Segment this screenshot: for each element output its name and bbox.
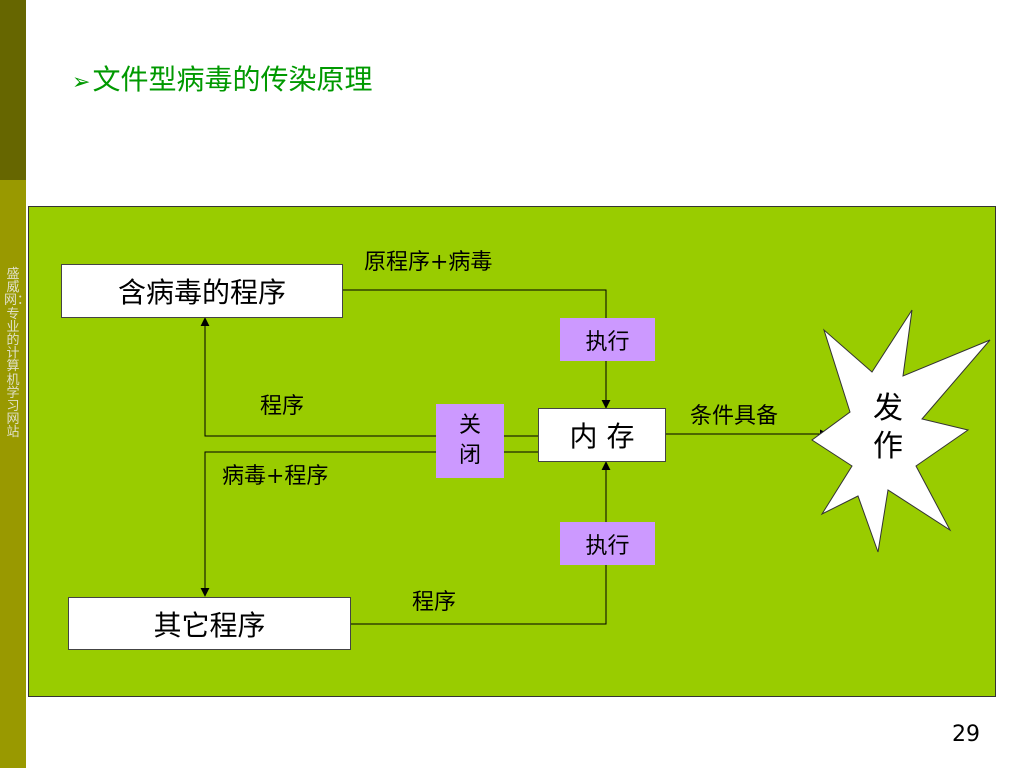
memory-box: 内 存	[538, 408, 666, 462]
execute-box-top: 执行	[560, 318, 655, 361]
close-label-line2: 闭	[458, 443, 481, 468]
sidebar-dark-strip	[0, 0, 26, 180]
close-label-line1: 关	[458, 413, 481, 438]
line-other-to-memory	[350, 461, 611, 625]
execute-box-bottom: 执行	[560, 522, 655, 565]
arrow-bullet-icon: ➢	[72, 70, 91, 95]
burst-label: 发 作	[868, 390, 908, 466]
burst-label-line1: 发	[873, 391, 903, 426]
burst-label-line2: 作	[873, 429, 903, 464]
label-program-bottom: 程序	[412, 590, 457, 615]
burst-shape	[811, 309, 991, 553]
execute-label-bottom: 执行	[585, 533, 630, 559]
label-virus-plus-program: 病毒+程序	[222, 464, 329, 489]
line-memory-to-infected	[200, 317, 538, 437]
other-program-label: 其它程序	[153, 608, 266, 642]
other-program-box: 其它程序	[68, 597, 351, 650]
close-box: 关 闭	[436, 404, 504, 478]
page-number: 29	[952, 722, 980, 747]
infected-program-label: 含病毒的程序	[117, 276, 286, 309]
line-infected-to-memory	[342, 289, 611, 409]
execute-label-top: 执行	[585, 329, 630, 355]
label-original-plus-virus: 原程序+病毒	[364, 250, 493, 275]
memory-label: 内 存	[569, 420, 635, 453]
infected-program-box: 含病毒的程序	[61, 264, 343, 318]
label-condition-ready: 条件具备	[690, 404, 779, 429]
slide-title: ➢文件型病毒的传染原理	[72, 58, 372, 105]
line-memory-to-other	[200, 451, 538, 597]
label-program-left: 程序	[260, 394, 305, 419]
sidebar-strip	[0, 180, 26, 768]
slide-title-text: 文件型病毒的传染原理	[92, 63, 373, 96]
